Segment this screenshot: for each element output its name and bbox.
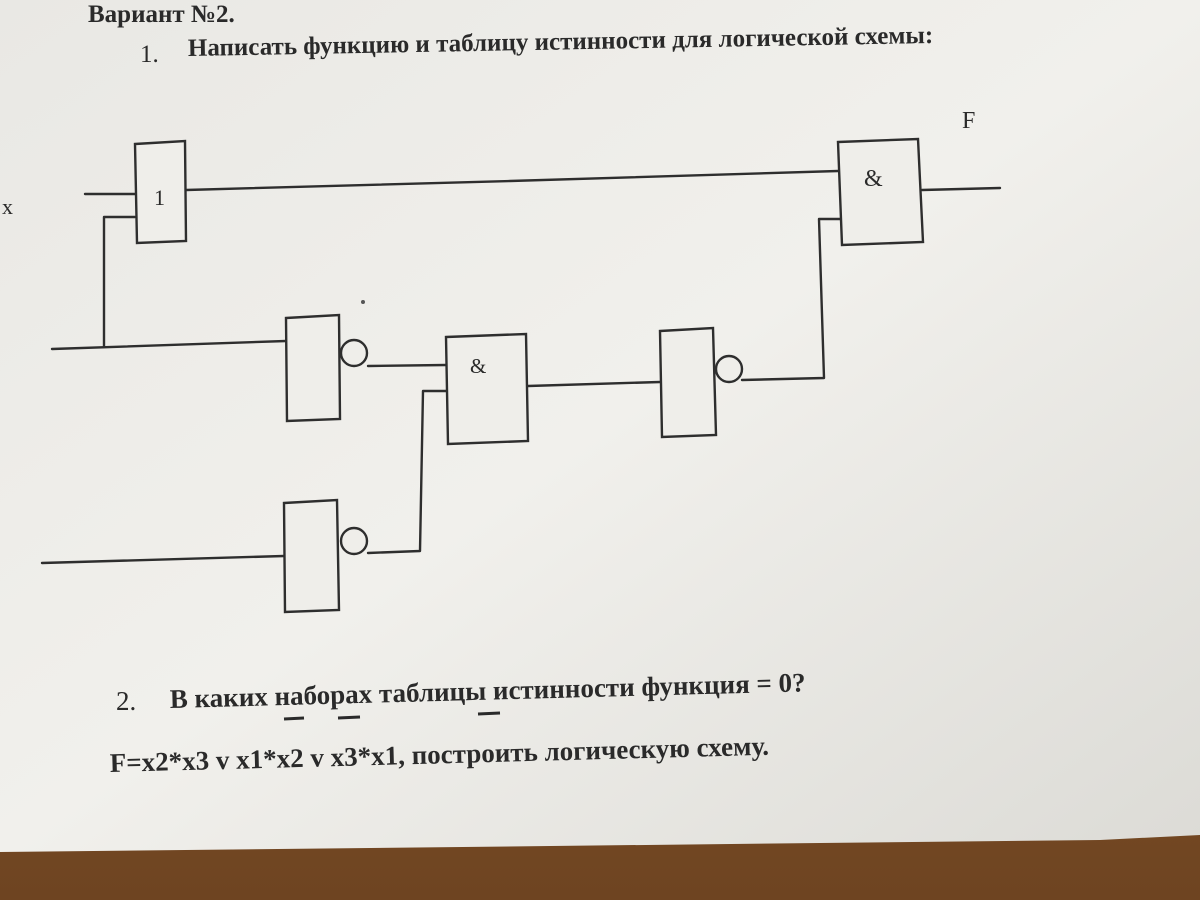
variant-heading: Вариант №2. [88, 1, 235, 28]
formula-part-2: *x2 v x3* [263, 741, 372, 774]
not-gate-3 [658, 326, 744, 439]
wire-bottom-input [40, 554, 286, 565]
and-gate-top: & [836, 137, 925, 247]
or-gate: 1 [133, 139, 188, 245]
svg-text:1: 1 [154, 185, 165, 210]
formula-part-1: F=x2*x3 v [109, 745, 236, 778]
paper-surface [0, 0, 1200, 852]
and-gate-mid: & [444, 332, 530, 446]
wire-mid-input [50, 339, 288, 351]
task2-number: 2. [116, 686, 136, 716]
formula-negated-x1-a: x1 [236, 744, 264, 775]
formula-negated-x1-b: x1 [371, 740, 399, 771]
not-gate-1 [284, 313, 369, 423]
svg-text:&: & [470, 354, 486, 378]
input-label-x: x [2, 194, 13, 219]
svg-text:&: & [864, 166, 883, 192]
output-label-f: F [962, 108, 975, 134]
wire-not3-to-and-top [740, 217, 842, 382]
circuit-wires [40, 169, 1002, 565]
wire-or-to-and-top [184, 169, 840, 192]
task1-number: 1. [140, 41, 159, 68]
not-gate-2 [282, 498, 369, 614]
stray-dot [361, 300, 365, 304]
wire-not2-to-and [366, 389, 448, 555]
wire-branch-to-or [102, 215, 137, 349]
wire-output-f [920, 186, 1002, 192]
negation-bars [283, 711, 501, 721]
wire-not1-to-and [366, 363, 448, 368]
wire-and-to-not3 [526, 380, 662, 388]
